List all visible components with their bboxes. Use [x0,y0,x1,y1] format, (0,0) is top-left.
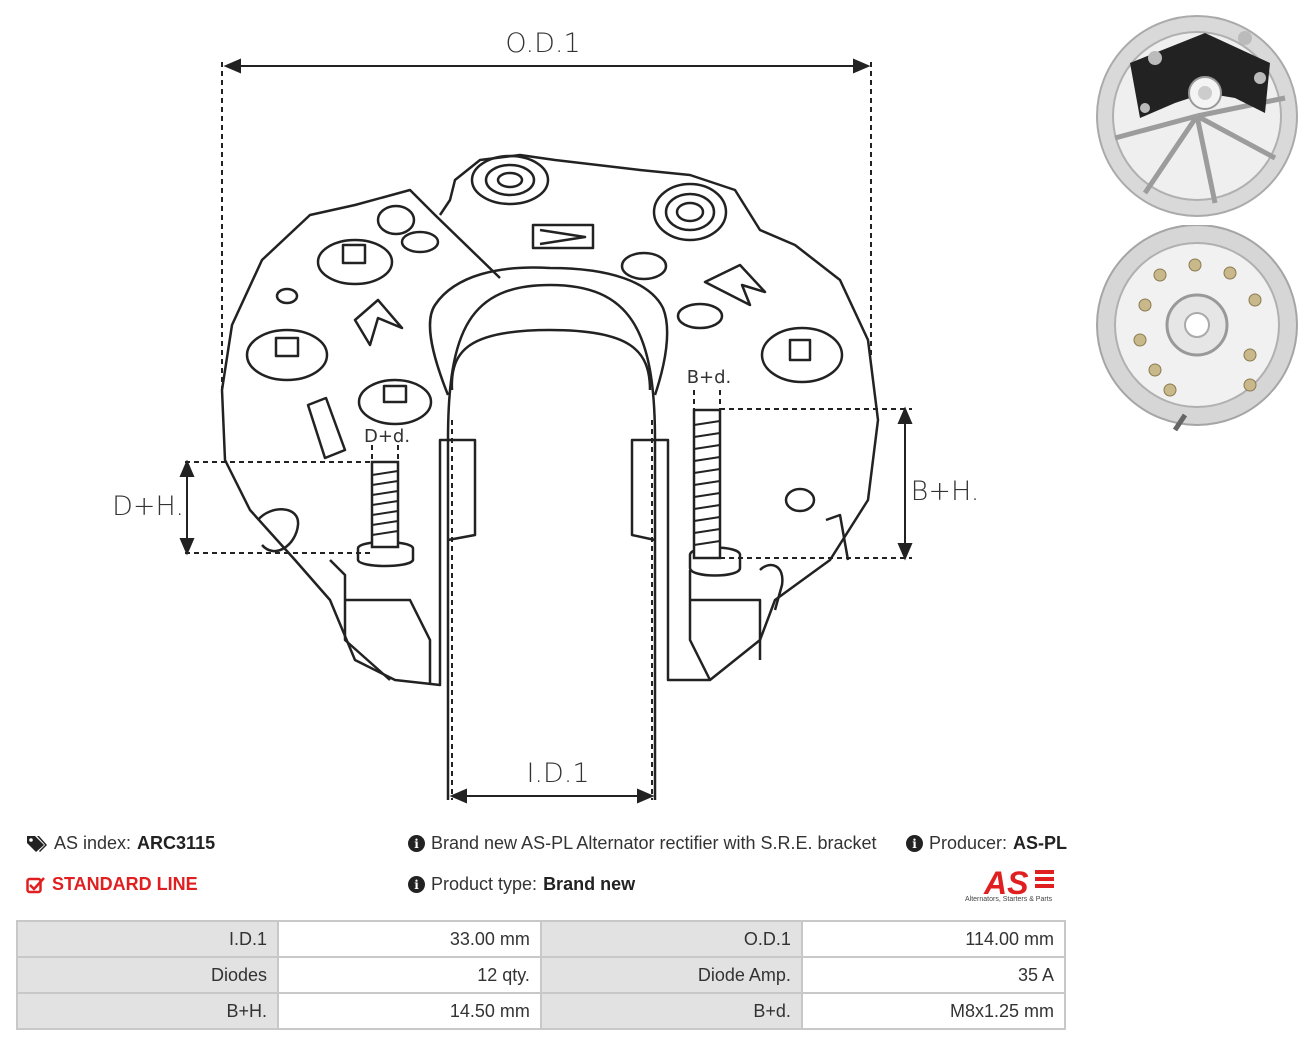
spec-key: I.D.1 [16,920,279,958]
table-row: I.D.1 33.00 mm O.D.1 114.00 mm [16,920,1067,958]
product-type-label: Product type: [431,874,538,894]
dd-label: D+d. [364,426,410,447]
spec-key: Diode Amp. [539,956,803,994]
as-index: AS index: ARC3115 [26,833,215,854]
bh-label: B+H. [911,476,980,507]
logo-tagline: Alternators, Starters & Parts [965,896,1053,903]
rectifier-technical-drawing: O.D.1 I.D.1 B+H. D+H. B+d. D+d. [112,28,980,804]
specs-table: I.D.1 33.00 mm O.D.1 114.00 mm Diodes 12… [16,920,1067,1030]
tags-icon [26,835,48,853]
producer-label: Producer: [929,833,1008,853]
producer-value: AS-PL [1013,833,1068,853]
as-pl-logo: AS [983,865,1054,901]
spec-value: 35 A [800,956,1067,994]
spec-key: B+d. [539,992,803,1030]
check-square-icon [26,876,46,894]
spec-value: M8x1.25 mm [800,992,1067,1030]
product-type-value: Brand new [543,874,636,894]
producer: i Producer: AS-PL [906,833,1067,854]
as-index-value: ARC3115 [137,833,216,853]
spec-key: B+H. [16,992,279,1030]
product-type: i Product type: Brand new [408,874,635,895]
spec-value: 33.00 mm [277,920,542,958]
od-label: O.D.1 [505,28,580,59]
info-circle-icon: i [408,835,425,852]
info-circle-icon: i [906,835,923,852]
table-row: Diodes 12 qty. Diode Amp. 35 A [16,956,1067,994]
spec-value: 114.00 mm [800,920,1067,958]
as-index-label: AS index: [54,833,132,853]
id-label: I.D.1 [526,758,589,789]
dh-label: D+H. [112,491,184,522]
product-photo-top [1096,15,1298,217]
logo-text: AS [983,865,1029,901]
description-text: Brand new AS-PL Alternator rectifier wit… [431,833,877,853]
spec-value: 14.50 mm [277,992,542,1030]
bd-label: B+d. [687,367,732,388]
description: i Brand new AS-PL Alternator rectifier w… [408,833,877,854]
spec-key: O.D.1 [539,920,803,958]
product-line: STANDARD LINE [26,874,198,895]
product-photo-bottom [1096,225,1298,431]
table-row: B+H. 14.50 mm B+d. M8x1.25 mm [16,992,1067,1030]
product-line-label: STANDARD LINE [52,874,198,894]
info-circle-icon: i [408,876,425,893]
spec-value: 12 qty. [277,956,542,994]
spec-key: Diodes [16,956,279,994]
